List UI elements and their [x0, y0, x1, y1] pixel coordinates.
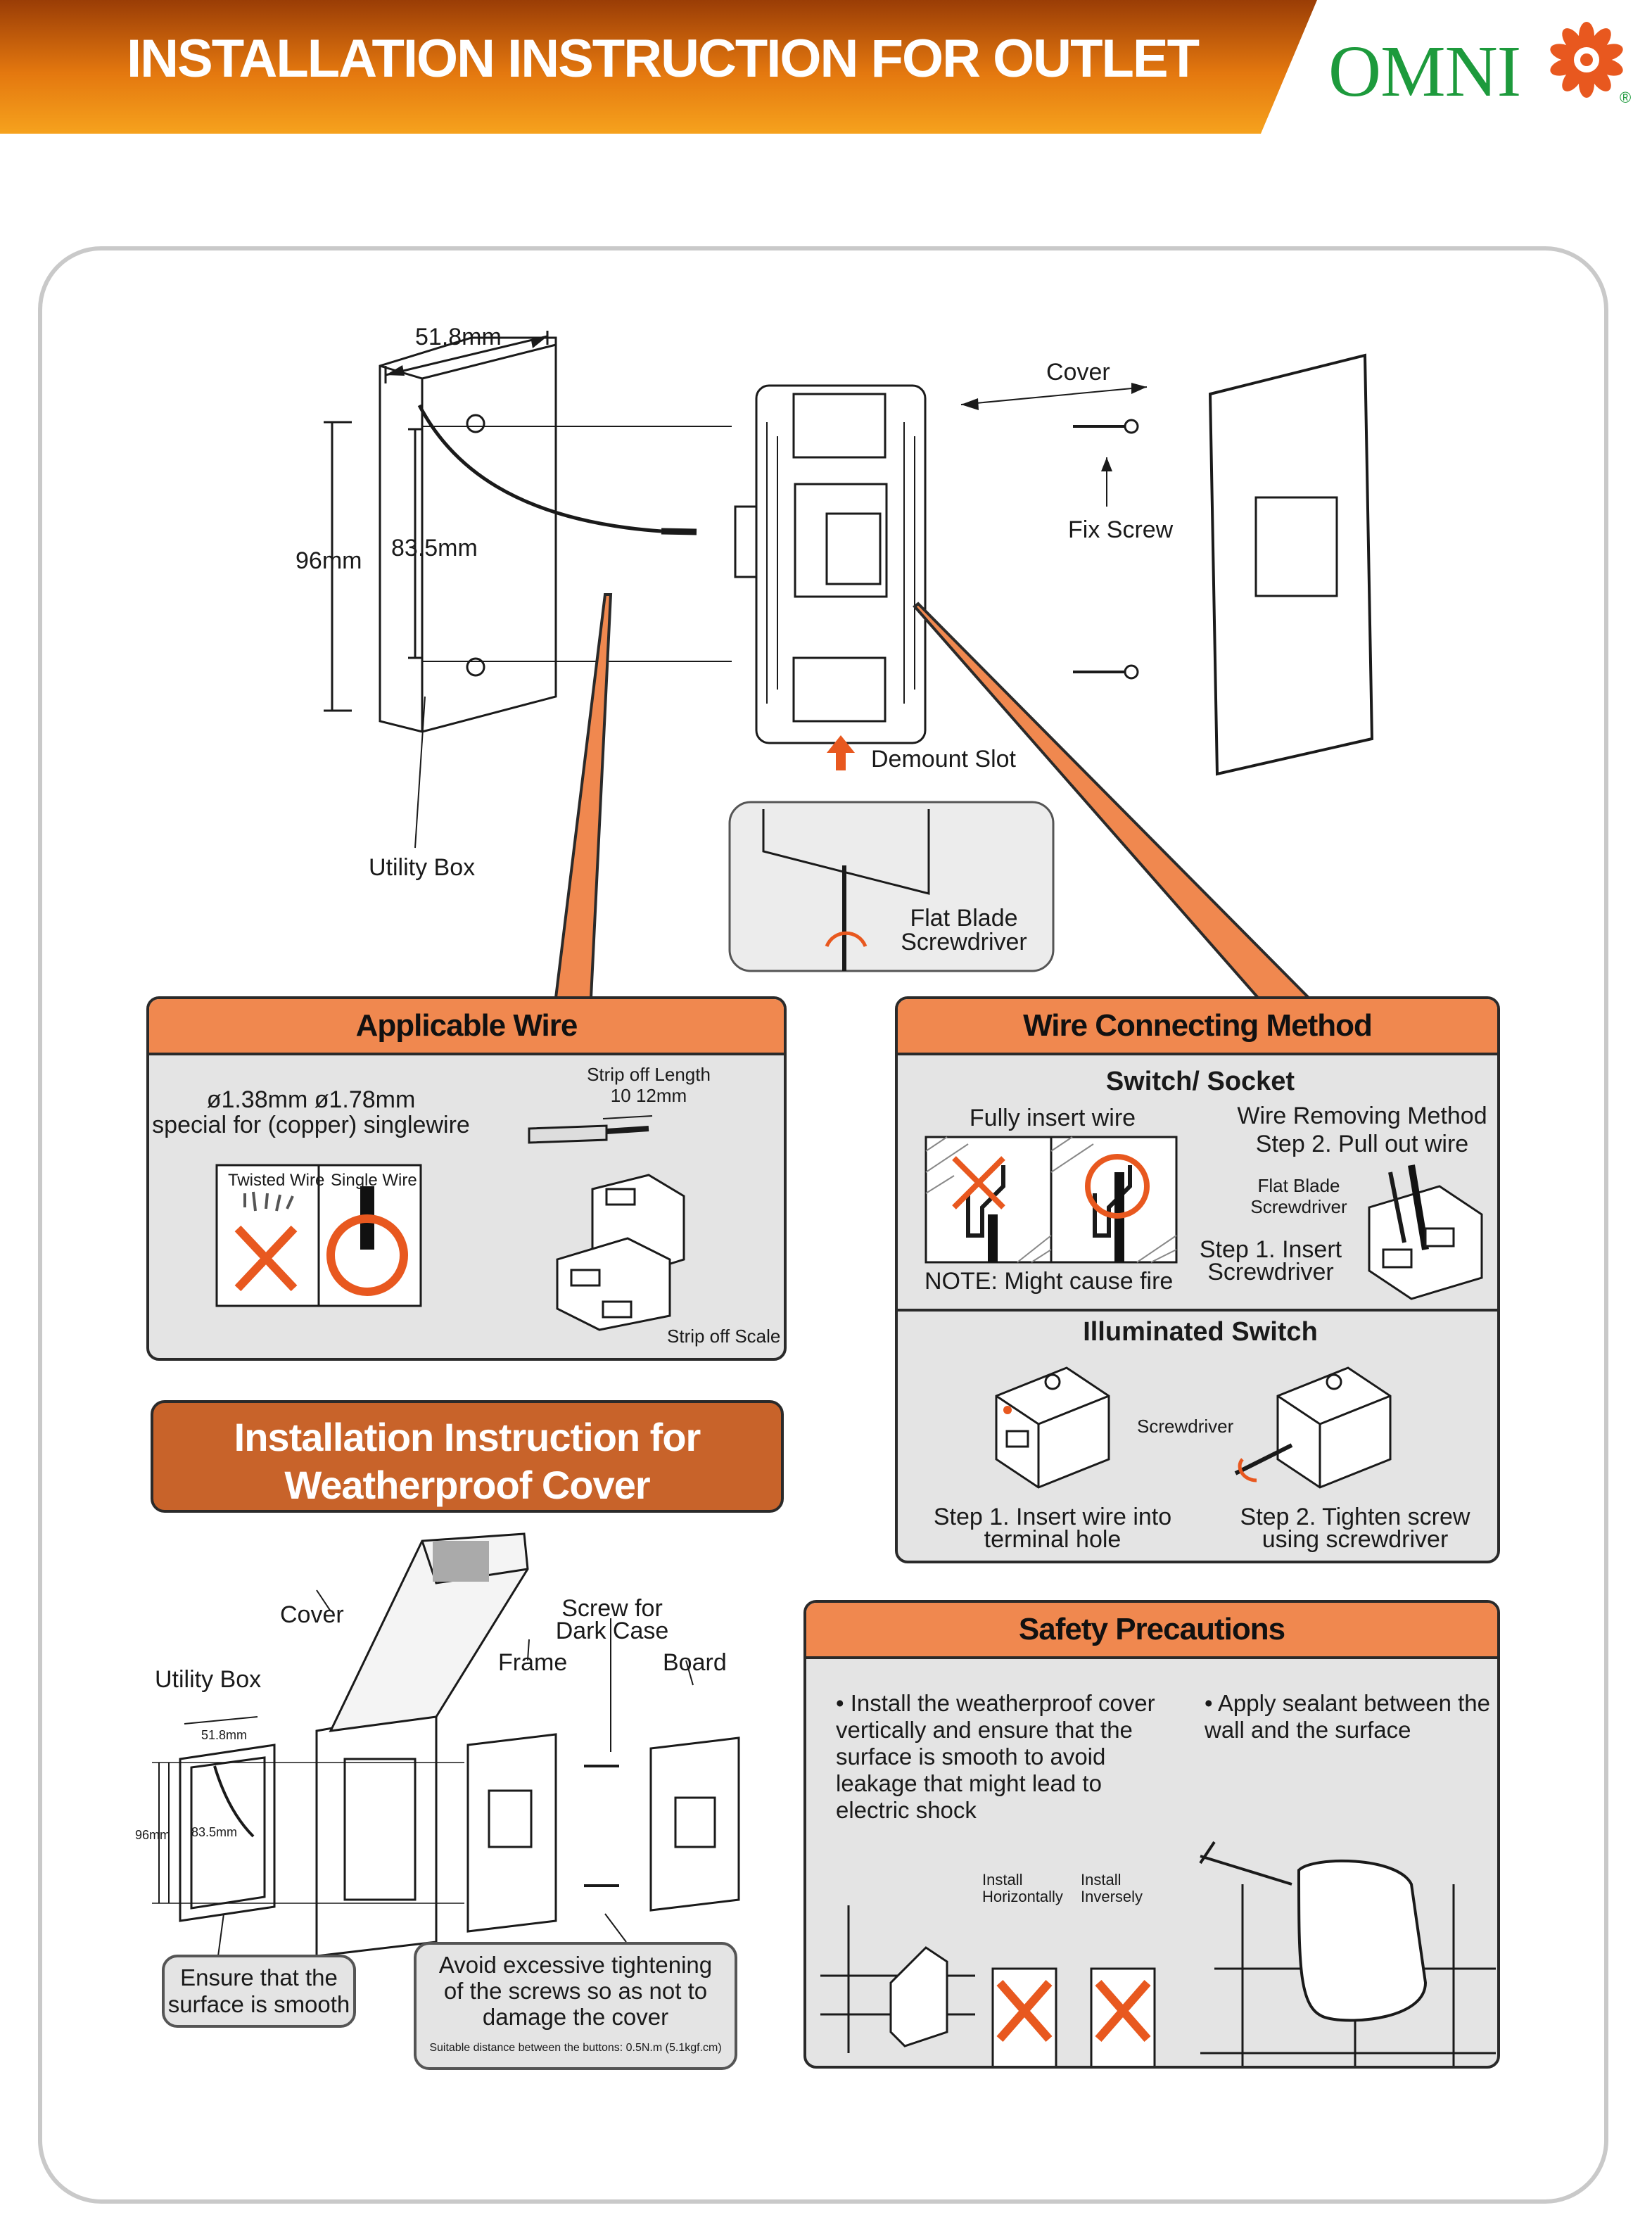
wire-connecting-header: Wire Connecting Method — [898, 999, 1497, 1055]
weatherproof-title-line1: Installation Instruction for — [234, 1415, 701, 1459]
wire-type-illustration — [215, 1164, 422, 1307]
header-banner — [0, 0, 1317, 134]
demount-slot-label: Demount Slot — [871, 746, 1016, 773]
avoid-line2: of the screws so as not to — [443, 1978, 708, 2004]
wp-dim-width: 51.8mm — [201, 1728, 248, 1742]
outlet-assembly-diagram — [324, 331, 1374, 999]
avoid-line1: Avoid excessive tightening — [438, 1952, 713, 1978]
safety-illustration — [820, 1841, 1496, 2066]
wp-board-label: Board — [663, 1649, 727, 1676]
registered-mark: ® — [1620, 89, 1632, 106]
cover-label: Cover — [1046, 359, 1110, 386]
smooth-line1: Ensure that the — [180, 1964, 338, 1990]
page-title: INSTALLATION INSTRUCTION FOR OUTLET — [127, 29, 1200, 89]
strip-scale-label: Strip off Scale — [667, 1326, 781, 1347]
applicable-wire-header: Applicable Wire — [149, 999, 784, 1055]
avoid-line3: damage the cover — [482, 2004, 669, 2030]
dim-width-label: 51.8mm — [415, 324, 502, 350]
illuminated-step2-illustration — [1234, 1366, 1392, 1489]
safety-title: Safety Precautions — [1018, 1612, 1285, 1646]
switch-socket-heading: Switch/ Socket — [1105, 1067, 1295, 1096]
smooth-line2: surface is smooth — [167, 1991, 350, 2017]
screwdriver-label: Screwdriver — [1137, 1416, 1234, 1437]
single-wire-label: Single Wire — [331, 1171, 417, 1190]
twisted-wire-label: Twisted Wire — [228, 1171, 325, 1190]
smooth-surface-callout: Ensure that the surface is smooth — [162, 1955, 356, 2028]
insert-wire-illustration — [925, 1136, 1178, 1264]
weatherproof-diagram — [152, 1532, 740, 1957]
illuminated-step1-illustration — [995, 1366, 1110, 1489]
applicable-wire-panel: Applicable Wire ø1.38mm ø1.78mm special … — [146, 996, 787, 1361]
dim-height-label: 96mm — [296, 547, 362, 574]
avoid-tightening-callout: Avoid excessive tightening of the screws… — [414, 1942, 737, 2070]
weatherproof-title-banner: Installation Instruction for Weatherproo… — [151, 1400, 784, 1513]
applicable-wire-title: Applicable Wire — [355, 1008, 578, 1043]
dim-inner-label: 83.5mm — [391, 535, 478, 561]
fix-screw-label: Fix Screw — [1068, 516, 1174, 543]
torque-note: Suitable distance between the buttons: 0… — [429, 2042, 722, 2054]
weatherproof-title-line2: Weatherproof Cover — [284, 1463, 650, 1507]
fire-note: NOTE: Might cause fire — [925, 1268, 1174, 1295]
wp-dim-height: 96mm — [135, 1828, 171, 1842]
wire-removal-illustration — [1368, 1164, 1483, 1300]
illuminated-switch-heading: Illuminated Switch — [1083, 1317, 1318, 1347]
safety-precautions-panel: Safety Precautions • Install the weather… — [803, 1600, 1500, 2069]
header-bar: INSTALLATION INSTRUCTION FOR OUTLET OMNI… — [0, 0, 1652, 134]
strip-scale-illustration — [528, 1115, 685, 1331]
omni-logo-text: OMNI — [1328, 31, 1521, 112]
omni-flower-logo-icon — [1550, 22, 1623, 98]
utility-box-label: Utility Box — [369, 854, 476, 881]
wp-utility-box-label: Utility Box — [155, 1666, 262, 1693]
wire-special: special for (copper) singlewire — [152, 1112, 470, 1138]
panel-divider — [898, 1309, 1497, 1312]
wp-cover-label: Cover — [280, 1601, 344, 1628]
wp-frame-label: Frame — [498, 1649, 568, 1676]
wire-connecting-panel: Wire Connecting Method Switch/ Socket Fu… — [895, 996, 1500, 1563]
safety-header: Safety Precautions — [806, 1603, 1497, 1659]
fully-insert-label: Fully insert wire — [969, 1105, 1136, 1131]
wire-connecting-title: Wire Connecting Method — [1023, 1008, 1373, 1043]
wire-sizes: ø1.38mm ø1.78mm — [206, 1086, 416, 1113]
wp-dim-inner: 83.5mm — [191, 1825, 238, 1839]
